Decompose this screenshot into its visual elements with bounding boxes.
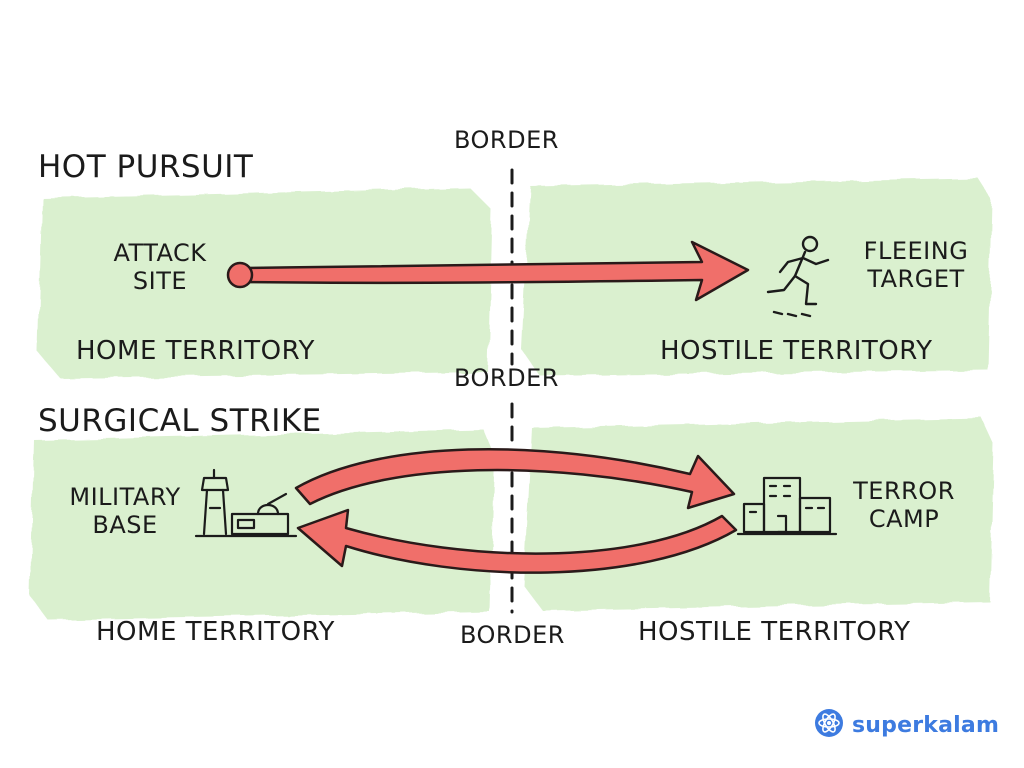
surgical-strike-title: SURGICAL STRIKE <box>38 403 322 439</box>
hot-pursuit-hostile-label: HOSTILE TERRITORY <box>660 336 933 366</box>
surgical-strike-hostile-label: HOSTILE TERRITORY <box>638 617 911 647</box>
terror-camp-label-line2: CAMP <box>868 504 940 533</box>
hot-pursuit-hostile-territory <box>522 178 992 376</box>
fleeing-target-label-line2: TARGET <box>867 264 965 293</box>
control-tower-icon <box>194 468 298 538</box>
brand-logo: superkalam <box>814 708 999 742</box>
brand-name: superkalam <box>852 712 1000 738</box>
surgical-strike-border-label-top: BORDER <box>454 364 559 392</box>
attack-site-label-line1: ATTACK <box>113 239 207 267</box>
atom-logo-icon <box>814 708 844 742</box>
running-person-icon <box>766 235 830 318</box>
hot-pursuit-border-label: BORDER <box>454 126 559 154</box>
attack-site-label-line2: SITE <box>132 266 188 295</box>
terror-camp-label: TERROR CAMP <box>840 477 968 533</box>
hot-pursuit-arrow <box>226 240 750 302</box>
military-base-label: MILITARY BASE <box>60 483 190 539</box>
attack-site-label: ATTACK SITE <box>104 239 216 295</box>
strike-outbound-arrow <box>294 448 736 510</box>
surgical-strike-home-label: HOME TERRITORY <box>96 617 335 647</box>
military-base-label-line1: MILITARY <box>69 483 181 511</box>
fleeing-target-label-line1: FLEEING <box>863 237 969 265</box>
attack-site-marker <box>226 261 254 289</box>
military-base-label-line2: BASE <box>92 510 158 539</box>
strike-return-arrow <box>296 508 738 574</box>
surgical-strike-border-label-bottom: BORDER <box>460 621 565 649</box>
hot-pursuit-home-label: HOME TERRITORY <box>76 336 315 366</box>
terror-camp-label-line1: TERROR <box>853 477 955 505</box>
hot-pursuit-title: HOT PURSUIT <box>38 149 254 185</box>
building-icon <box>736 476 838 536</box>
fleeing-target-label: FLEEING TARGET <box>856 237 976 293</box>
